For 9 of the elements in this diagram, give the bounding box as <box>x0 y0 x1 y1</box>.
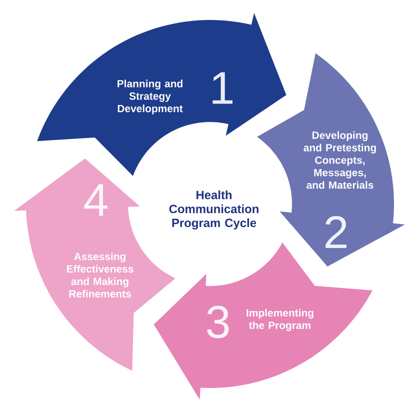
step-label: Developing and Pretesting Concepts, Messages, and Materials <box>304 131 376 189</box>
step-number: 3 <box>207 306 229 338</box>
step-label: Implementing the Program <box>246 308 314 332</box>
step-label: Planning and Strategy Development <box>118 80 183 114</box>
step-number: 2 <box>326 216 346 248</box>
step-label: Assessing Effectiveness and Making Refinements <box>66 252 134 298</box>
title: Health Communication Program Cycle <box>169 190 258 230</box>
step-number: 4 <box>84 184 108 216</box>
step-number: 1 <box>212 72 232 104</box>
